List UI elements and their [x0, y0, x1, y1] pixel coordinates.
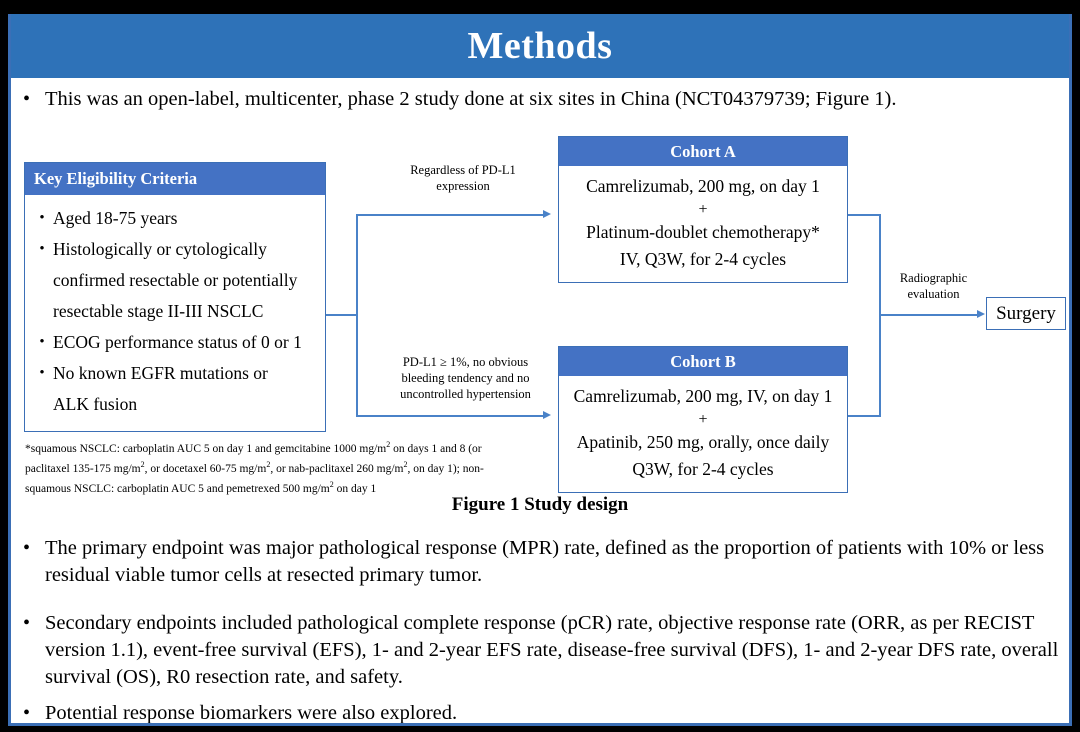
connector-label-bottom-line-1: PD-L1 ≥ 1%, no obvious — [402, 355, 529, 369]
biomarker-bullet: • Potential response biomarkers were als… — [23, 700, 923, 724]
cohort-a-plus: + — [698, 201, 708, 218]
cohort-b-box: Cohort B Camrelizumab, 200 mg, IV, on da… — [558, 346, 848, 493]
connector-trunk — [326, 314, 358, 316]
arrow-head-surgery-icon — [977, 310, 985, 318]
secondary-endpoint-bullet: • Secondary endpoints included pathologi… — [23, 610, 1059, 691]
footnote-line: *squamous NSCLC: carboplatin AUC 5 on da… — [25, 440, 482, 455]
footnote-line: paclitaxel 135-175 mg/m2, or docetaxel 6… — [25, 460, 484, 476]
slide-canvas: Methods • This was an open-label, multic… — [8, 14, 1072, 726]
list-item-label: ECOG performance status of 0 or 1 — [53, 332, 302, 352]
connector-label-bottom-line-3: uncontrolled hypertension — [400, 387, 531, 401]
list-item-label: Aged 18-75 years — [53, 208, 178, 228]
cohort-a-box: Cohort A Camrelizumab, 200 mg, on day 1 … — [558, 136, 848, 283]
list-item-label: ALK fusion — [53, 394, 138, 414]
connector-label-bottom: PD-L1 ≥ 1%, no obvious bleeding tendency… — [373, 354, 558, 402]
cohort-a-body: Camrelizumab, 200 mg, on day 1 + Platinu… — [559, 166, 847, 282]
bullet-dot-icon: • — [39, 334, 45, 350]
connector-to-cohort-a — [356, 214, 544, 216]
bullet-dot-icon: • — [39, 241, 45, 257]
bullet-dot-icon: • — [39, 210, 45, 226]
eligibility-criteria-box: Key Eligibility Criteria • Aged 18-75 ye… — [24, 162, 326, 432]
connector-label-top-line-1: Regardless of PD-L1 — [410, 163, 516, 177]
cohort-b-line-2: Apatinib, 250 mg, orally, once daily — [576, 432, 830, 452]
list-item: • Histologically or cytologically — [31, 234, 319, 264]
bullet-dot-icon: • — [23, 702, 31, 724]
bullet-dot-icon: • — [23, 612, 31, 634]
list-item-label: confirmed resectable or potentially — [53, 270, 298, 290]
chemotherapy-footnote: *squamous NSCLC: carboplatin AUC 5 on da… — [25, 437, 557, 498]
primary-endpoint-text: The primary endpoint was major pathologi… — [45, 537, 1045, 586]
study-design-diagram: Key Eligibility Criteria • Aged 18-75 ye… — [11, 122, 1069, 522]
list-item: • ECOG performance status of 0 or 1 — [31, 327, 319, 357]
connector-split-vertical — [356, 214, 358, 416]
arrow-head-cohort-a-icon — [543, 210, 551, 218]
intro-bullet-text: This was an open-label, multicenter, pha… — [45, 88, 897, 110]
list-item: confirmed resectable or potentially — [31, 265, 319, 295]
bullet-dot-icon: • — [23, 537, 31, 559]
cohort-b-header: Cohort B — [559, 347, 847, 376]
cohort-a-line-3: IV, Q3W, for 2-4 cycles — [619, 249, 787, 269]
cohort-a-line-2: Platinum-doublet chemotherapy* — [586, 222, 820, 242]
intro-bullet: • This was an open-label, multicenter, p… — [23, 86, 1063, 113]
biomarker-text: Potential response biomarkers were also … — [45, 702, 458, 724]
cohort-a-header: Cohort A — [559, 137, 847, 166]
list-item: ALK fusion — [31, 389, 319, 419]
connector-from-cohort-a — [848, 214, 881, 216]
arrow-head-cohort-b-icon — [543, 411, 551, 419]
connector-label-radiographic: Radiographic evaluation — [886, 270, 981, 302]
cohort-b-body: Camrelizumab, 200 mg, IV, on day 1 + Apa… — [559, 376, 847, 492]
primary-endpoint-bullet: • The primary endpoint was major patholo… — [23, 535, 1059, 589]
list-item-label: No known EGFR mutations or — [53, 363, 268, 383]
surgery-box: Surgery — [986, 297, 1066, 330]
slide-title-bar: Methods — [11, 14, 1069, 78]
cohort-b-plus: + — [698, 411, 708, 428]
cohort-b-line-1: Camrelizumab, 200 mg, IV, on day 1 — [573, 386, 833, 406]
connector-label-radiographic-line-2: evaluation — [907, 287, 960, 301]
eligibility-list: • Aged 18-75 years • Histologically or c… — [25, 195, 325, 419]
connector-to-surgery — [879, 314, 979, 316]
connector-label-top: Regardless of PD-L1 expression — [383, 162, 543, 194]
cohort-b-line-3: Q3W, for 2-4 cycles — [632, 459, 774, 479]
list-item: resectable stage II-III NSCLC — [31, 296, 319, 326]
surgery-label: Surgery — [996, 303, 1056, 324]
footnote-line: squamous NSCLC: carboplatin AUC 5 and pe… — [25, 480, 377, 496]
list-item: • No known EGFR mutations or — [31, 358, 319, 388]
page-title: Methods — [467, 25, 613, 67]
connector-label-bottom-line-2: bleeding tendency and no — [401, 371, 530, 385]
cohort-a-line-1: Camrelizumab, 200 mg, on day 1 — [586, 176, 820, 196]
secondary-endpoint-text: Secondary endpoints included pathologica… — [45, 612, 1059, 688]
list-item-label: resectable stage II-III NSCLC — [53, 301, 264, 321]
connector-label-top-line-2: expression — [436, 179, 490, 193]
eligibility-header: Key Eligibility Criteria — [25, 163, 325, 195]
connector-label-radiographic-line-1: Radiographic — [899, 271, 968, 285]
bullet-dot-icon: • — [23, 88, 31, 110]
connector-from-cohort-b — [848, 415, 881, 417]
figure-caption: Figure 1 Study design — [451, 494, 629, 515]
bullet-dot-icon: • — [39, 365, 45, 381]
connector-to-cohort-b — [356, 415, 544, 417]
list-item-label: Histologically or cytologically — [53, 239, 267, 259]
list-item: • Aged 18-75 years — [31, 203, 319, 233]
